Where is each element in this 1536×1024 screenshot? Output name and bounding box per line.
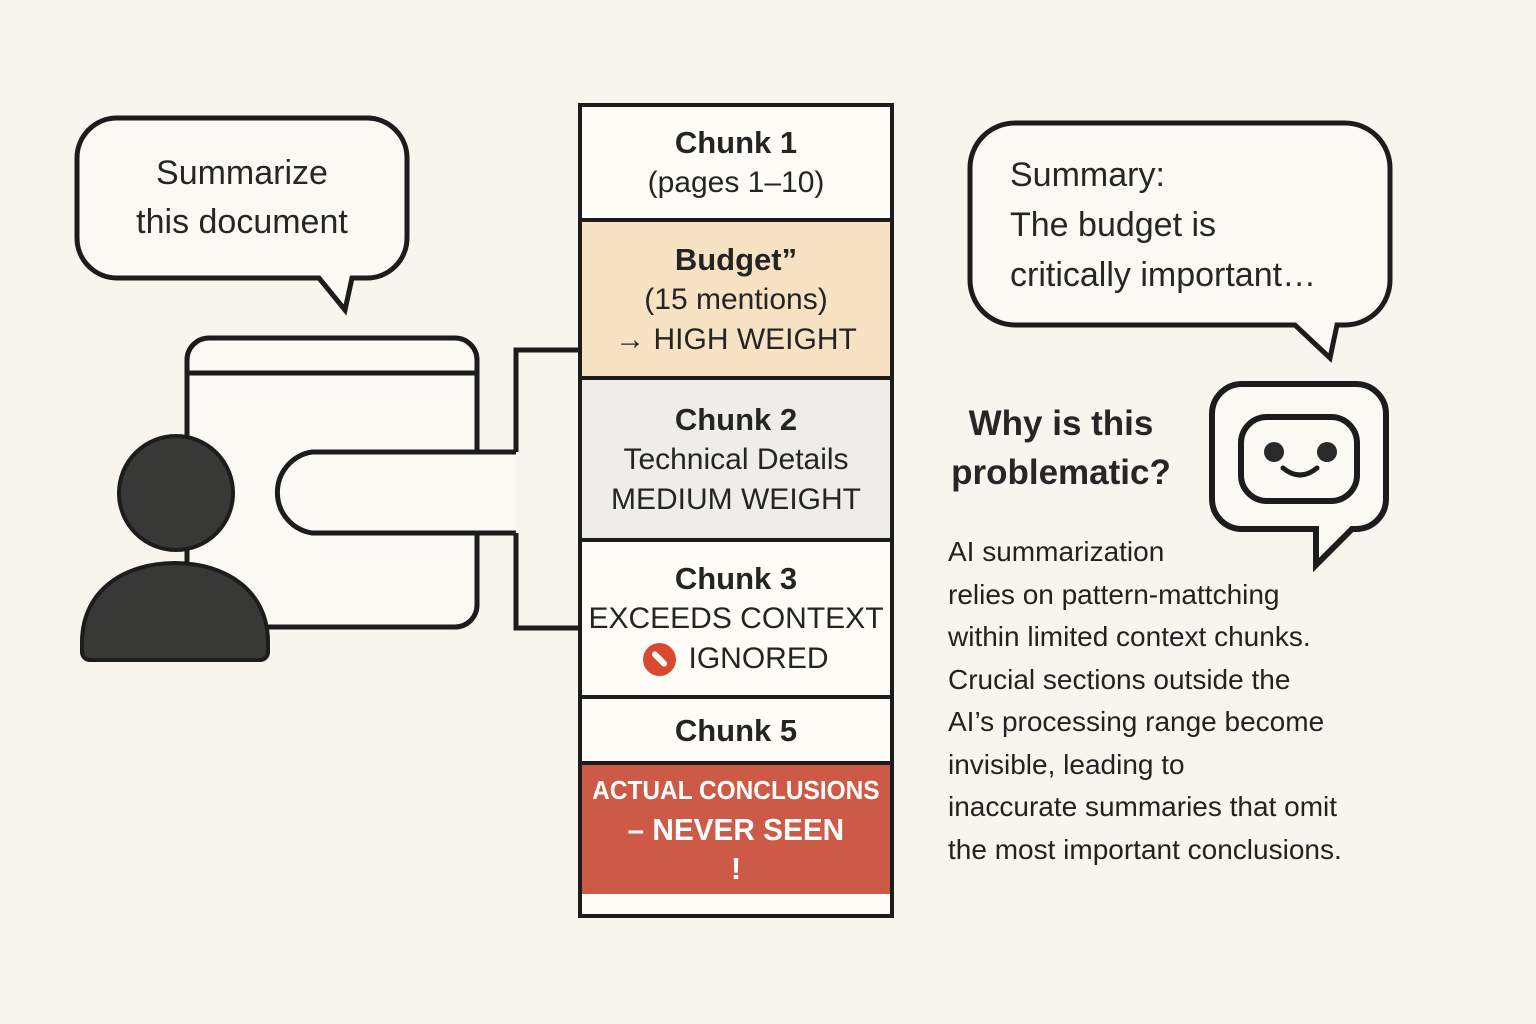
chunk-3-title: Chunk 3 [674, 561, 798, 596]
why-body-paragraph: AI summarization relies on pattern-mattc… [948, 536, 1342, 865]
chunk-row-2: Chunk 2 Technical Details MEDIUM WEIGHT [582, 376, 890, 538]
budget-title: Budget” [674, 241, 798, 277]
chunk-stack: Chunk 1 (pages 1–10) Budget” (15 mention… [578, 103, 894, 918]
chunk-row-conclusions: ACTUAL CONCLUSIONS – NEVER SEEN ! [582, 761, 890, 894]
summary-speech-bubble [967, 120, 1393, 363]
chunk-3-ignored-line: IGNORED [643, 639, 829, 679]
user-speech-bubble [74, 115, 410, 316]
robot-eye-left [1264, 442, 1284, 462]
chunk-row-3: Chunk 3 EXCEEDS CONTEXT IGNORED [582, 538, 890, 695]
chunk-5-title: Chunk 5 [674, 712, 798, 748]
chunk-row-5: Chunk 5 [582, 695, 890, 761]
conclusions-line-2: – NEVER SEEN [627, 812, 845, 847]
user-bubble-text: Summarize this document [136, 154, 348, 241]
chunk-2-weight: MEDIUM WEIGHT [611, 482, 861, 516]
summary-bubble-text: Summary: The budget is critically import… [1010, 156, 1317, 294]
budget-weight: → HIGH WEIGHT [615, 322, 857, 356]
context-slot-shape [274, 449, 516, 536]
no-entry-icon [643, 642, 677, 676]
person-icon [80, 434, 270, 662]
connector-top-line [513, 347, 580, 452]
robot-eye-right [1317, 442, 1337, 462]
budget-mentions: (15 mentions) [644, 282, 828, 316]
chunk-3-context: EXCEEDS CONTEXT [588, 602, 884, 635]
why-heading: Why is this problematic? [951, 404, 1171, 492]
chunk-2-title: Chunk 2 [674, 401, 798, 437]
chunk-3-ignored-label: IGNORED [688, 642, 829, 675]
connector-bottom-line [513, 533, 580, 631]
chunk-1-pages: (pages 1–10) [647, 166, 825, 199]
chunk-2-subtitle: Technical Details [623, 442, 849, 476]
robot-icon [1209, 381, 1389, 573]
conclusions-line-1: ACTUAL CONCLUSIONS [592, 775, 880, 805]
chunk-1-title: Chunk 1 [674, 125, 798, 160]
chunk-row-1: Chunk 1 (pages 1–10) [582, 107, 890, 218]
conclusions-line-3: ! [730, 851, 742, 886]
chunk-row-budget: Budget” (15 mentions) → HIGH WEIGHT [582, 218, 890, 376]
robot-smile [1280, 465, 1320, 478]
